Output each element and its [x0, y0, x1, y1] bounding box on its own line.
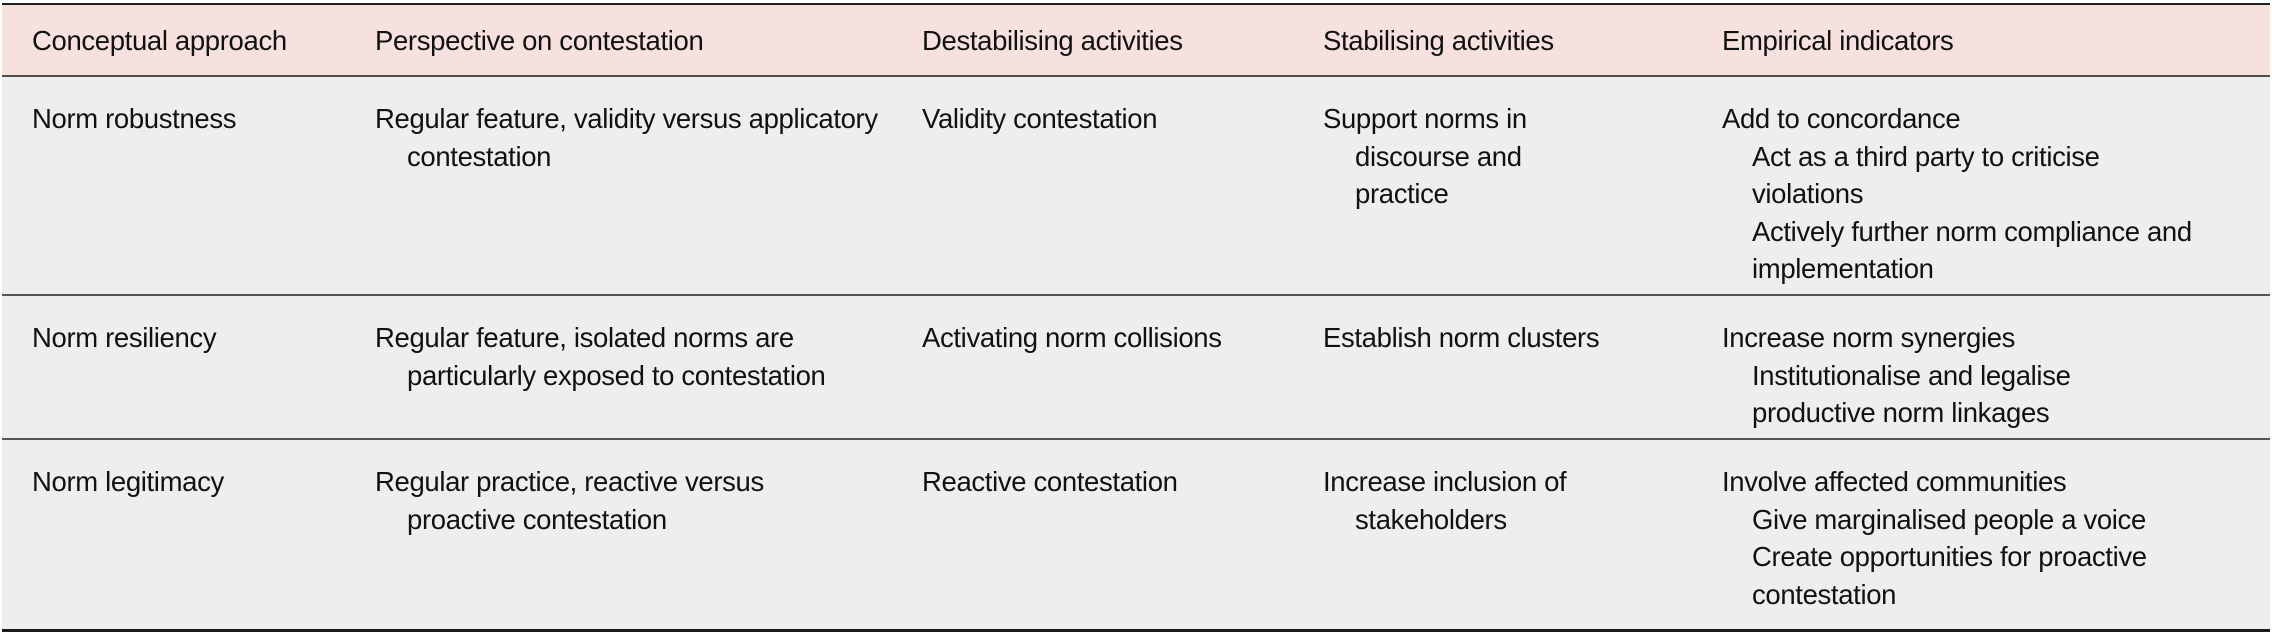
- indicator-sub: Create opportunities for proactive conte…: [1752, 541, 2147, 610]
- indicator-main: Increase norm synergies: [1722, 322, 2016, 353]
- destabilising-text: Validity contestation: [922, 103, 1158, 134]
- perspective-text: Regular feature, isolated norms are part…: [375, 322, 826, 391]
- conceptual-approach-cell: Norm legitimacy: [2, 440, 345, 629]
- destabilising-cell: Reactive contestation: [892, 440, 1293, 629]
- header-conceptual-approach: Conceptual approach: [32, 25, 287, 56]
- indicators-cell: Add to concordance Act as a third party …: [1692, 77, 2270, 294]
- stabilising-cell: Support norms in discourse and practice: [1293, 77, 1692, 294]
- indicator-main: Involve affected communities: [1722, 466, 2067, 497]
- conceptual-approach-text: Norm legitimacy: [32, 466, 224, 497]
- table-row: Norm resiliency Regular feature, isolate…: [2, 296, 2270, 440]
- indicators-cell: Involve affected communities Give margin…: [1692, 440, 2270, 629]
- indicators-cell: Increase norm synergies Institutionalise…: [1692, 296, 2270, 438]
- destabilising-text: Reactive contestation: [922, 466, 1178, 497]
- conceptual-approach-text: Norm resiliency: [32, 322, 217, 353]
- stabilising-text: Establish norm clusters: [1323, 322, 1600, 353]
- indicator-sub: Actively further norm compliance and imp…: [1752, 215, 2192, 285]
- indicator-main: Add to concordance: [1722, 103, 1961, 134]
- indicator-sub: Act as a third party to criticise violat…: [1752, 140, 2100, 210]
- stabilising-text: Increase inclusion of stakeholders: [1323, 466, 1567, 535]
- destabilising-cell: Activating norm collisions: [892, 296, 1293, 438]
- table-row: Norm legitimacy Regular practice, reacti…: [2, 440, 2270, 629]
- stabilising-cell: Establish norm clusters: [1293, 296, 1692, 438]
- conceptual-approach-text: Norm robustness: [32, 103, 237, 134]
- conceptual-approach-cell: Norm robustness: [2, 77, 345, 294]
- norm-contestation-table: Conceptual approach Perspective on conte…: [2, 3, 2270, 632]
- perspective-cell: Regular feature, validity versus applica…: [345, 77, 892, 294]
- header-perspective-on-contestation: Perspective on contestation: [375, 25, 704, 56]
- table-row: Norm robustness Regular feature, validit…: [2, 77, 2270, 296]
- perspective-text: Regular feature, validity versus applica…: [375, 103, 878, 172]
- stabilising-text: Support norms in discourse and practice: [1323, 103, 1527, 209]
- stabilising-cell: Increase inclusion of stakeholders: [1293, 440, 1692, 629]
- conceptual-approach-cell: Norm resiliency: [2, 296, 345, 438]
- header-empirical-indicators: Empirical indicators: [1722, 25, 1954, 56]
- header-destabilising-activities: Destabilising activities: [922, 25, 1183, 56]
- indicator-sub: Institutionalise and legalise productive…: [1752, 359, 2071, 429]
- destabilising-cell: Validity contestation: [892, 77, 1293, 294]
- indicator-sub: Give marginalised people a voice: [1752, 503, 2146, 535]
- perspective-cell: Regular practice, reactive versus proact…: [345, 440, 892, 629]
- header-stabilising-activities: Stabilising activities: [1323, 25, 1554, 56]
- table-header-row: Conceptual approach Perspective on conte…: [2, 5, 2270, 77]
- perspective-text: Regular practice, reactive versus proact…: [375, 466, 764, 535]
- perspective-cell: Regular feature, isolated norms are part…: [345, 296, 892, 438]
- destabilising-text: Activating norm collisions: [922, 322, 1222, 353]
